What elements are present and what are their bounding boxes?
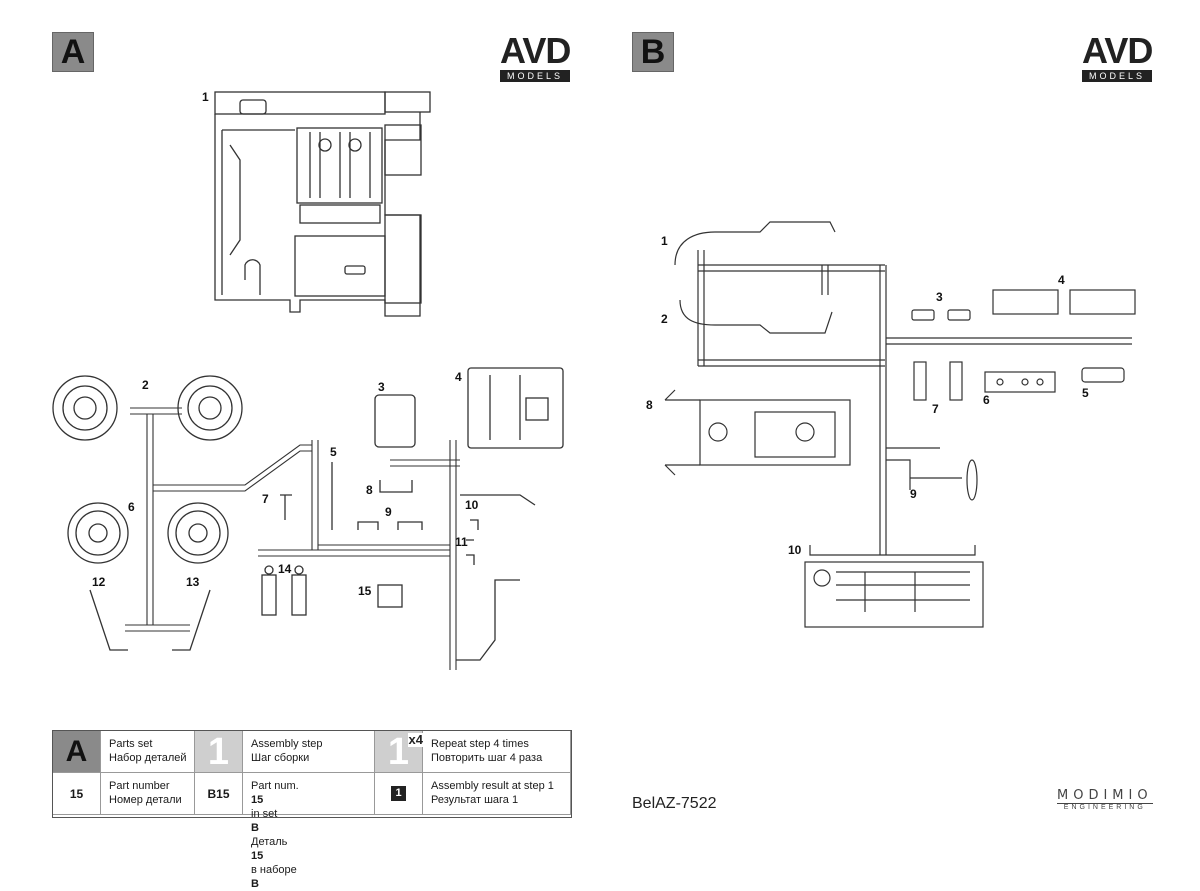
sprue-a-runner [125, 407, 460, 670]
part-b4 [992, 289, 1136, 315]
part-b6 [984, 371, 1056, 393]
part-6-13-wheels [67, 502, 229, 564]
part-number-b10: 10 [788, 543, 802, 557]
part-4 [467, 367, 564, 449]
part-b7 [913, 361, 963, 401]
legend-set-part-icon: B15 [195, 773, 243, 815]
part-12 [89, 589, 128, 651]
part-13 [172, 589, 211, 651]
part-3 [374, 394, 416, 448]
part-number-b6: 6 [983, 393, 990, 407]
part-9 [357, 521, 423, 530]
part-number-15: 15 [358, 584, 372, 598]
part-2-wheels [52, 375, 243, 441]
part-number-b8: 8 [646, 398, 653, 412]
part-runner-tail [456, 579, 520, 661]
part-number-3: 3 [378, 380, 385, 394]
sprue-b-drawing [664, 221, 1136, 628]
part-1-cab-floor [214, 91, 431, 317]
legend-set-part-text: Part num. 15 in set B Деталь 15 в наборе… [243, 773, 375, 890]
part-number-13: 13 [186, 575, 200, 589]
logo-sub: MODELS [500, 70, 570, 82]
part-number-2: 2 [142, 378, 149, 392]
part-number-11: 11 [455, 535, 468, 549]
sprue-a-drawing [52, 91, 564, 670]
sheet-letter-a: A [52, 32, 94, 72]
part-number-b4: 4 [1058, 273, 1065, 287]
part-10-rod [460, 494, 536, 506]
logo-main: AVD [1082, 30, 1153, 71]
part-number-b1: 1 [661, 234, 668, 248]
part-number-b7: 7 [932, 402, 939, 416]
part-b3 [911, 309, 971, 321]
part-b10-panel [804, 561, 984, 628]
part-number-7: 7 [262, 492, 269, 506]
part-b8-frame [664, 389, 851, 476]
avd-models-logo: AVD MODELS [500, 30, 571, 85]
legend-part-number-icon: 15 [53, 773, 101, 815]
part-number-5: 5 [330, 445, 337, 459]
part-number-b5: 5 [1082, 386, 1089, 400]
legend-step-icon: 1 [195, 731, 243, 773]
sprue-sheet-b: B AVD MODELS [600, 0, 1200, 848]
part-b9-steering [910, 459, 978, 501]
part-number-b2: 2 [661, 312, 668, 326]
sheet-letter-b: B [632, 32, 674, 72]
part-b1-pipe [674, 221, 836, 266]
model-name: BelAZ-7522 [632, 795, 717, 812]
part-b5 [1081, 367, 1125, 383]
part-number-4: 4 [455, 370, 462, 384]
part-number-b9: 9 [910, 487, 917, 501]
logo-main: AVD [500, 30, 571, 71]
part-15 [377, 584, 403, 608]
modimio-logo: MODIMIO ENGINEERING [1057, 788, 1153, 811]
part-number-14: 14 [278, 562, 292, 576]
part-number-10: 10 [465, 498, 479, 512]
sprue-sheet-a: A AVD MODELS [0, 0, 600, 890]
part-number-8: 8 [366, 483, 373, 497]
legend-parts-set-icon: A [53, 731, 101, 773]
part-8 [379, 480, 413, 493]
part-7 [280, 494, 292, 520]
part-14 [261, 565, 307, 616]
avd-models-logo: AVD MODELS [1082, 30, 1153, 85]
part-10-11 [466, 519, 479, 565]
part-number-9: 9 [385, 505, 392, 519]
part-number-1: 1 [202, 90, 209, 104]
part-b2-pipe [679, 299, 833, 334]
part-number-12: 12 [92, 575, 106, 589]
legend-result-icon: 1 [375, 773, 423, 815]
sprue-b-runner [697, 250, 1132, 556]
part-number-6: 6 [128, 500, 135, 514]
logo-sub: MODELS [1082, 70, 1152, 82]
part-number-b3: 3 [936, 290, 943, 304]
